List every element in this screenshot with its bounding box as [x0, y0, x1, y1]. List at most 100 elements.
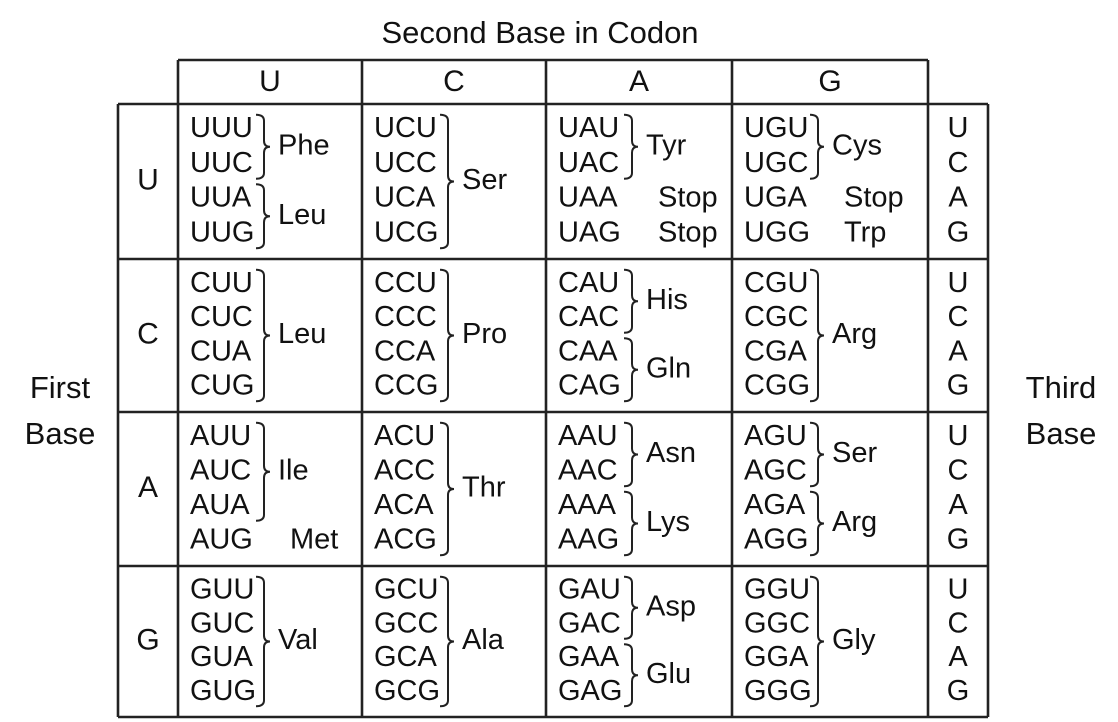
amino-acid-arg-AG-1: Arg [832, 506, 877, 538]
amino-acid-stop-UA-2: Stop [658, 216, 718, 248]
codon-AGA: AGA [744, 489, 806, 521]
brace-CC-0 [439, 268, 455, 403]
amino-acid-met-AU-1: Met [290, 523, 338, 555]
third-base-label-line2: Base [1025, 416, 1097, 451]
first-base-label-line1: First [29, 370, 91, 405]
codon-UCG: UCG [374, 216, 438, 248]
third-base-G-U: U [948, 574, 969, 606]
amino-acid-glu-GA-1: Glu [646, 658, 691, 690]
brace-GA-0 [623, 575, 639, 640]
codon-CCC: CCC [374, 301, 437, 333]
brace-AA-1 [623, 490, 639, 557]
codon-UCC: UCC [374, 147, 437, 179]
third-base-C-A: A [948, 335, 968, 367]
brace-GG-0 [809, 575, 825, 708]
codon-AAG: AAG [558, 523, 619, 555]
third-base-U-C: C [948, 147, 969, 179]
codon-CAU: CAU [558, 267, 619, 299]
codon-GGG: GGG [744, 675, 812, 707]
codon-CUU: CUU [190, 267, 253, 299]
codon-GCU: GCU [374, 574, 438, 606]
brace-AG-1 [809, 490, 825, 557]
codon-GGC: GGC [744, 607, 810, 639]
codon-AAA: AAA [558, 489, 617, 521]
codon-CAC: CAC [558, 301, 619, 333]
third-base-label-line1: Third [1025, 370, 1097, 405]
second-base-header-U: U [259, 65, 281, 98]
second-base-header-C: C [443, 65, 465, 98]
codon-CGA: CGA [744, 335, 808, 367]
amino-acid-stop-UG-1: Stop [844, 182, 904, 214]
amino-acid-ser-AG-0: Ser [832, 437, 877, 469]
codon-AUG: AUG [190, 523, 253, 555]
amino-acid-tyr-UA-0: Tyr [646, 129, 687, 161]
third-base-A-C: C [948, 454, 969, 486]
third-base-G-G: G [947, 675, 970, 707]
brace-CA-0 [623, 268, 639, 334]
codon-GUC: GUC [190, 607, 254, 639]
codon-AAC: AAC [558, 454, 618, 486]
third-base-U-G: G [947, 216, 970, 248]
codon-UGU: UGU [744, 112, 808, 144]
first-base-U: U [137, 163, 159, 196]
codon-UCU: UCU [374, 112, 437, 144]
second-base-header-G: G [818, 65, 841, 98]
codon-CUG: CUG [190, 370, 254, 402]
third-base-A-A: A [948, 489, 968, 521]
codon-GCG: GCG [374, 675, 440, 707]
codon-GAU: GAU [558, 574, 621, 606]
second-base-header-A: A [629, 65, 649, 98]
codon-AUA: AUA [190, 489, 250, 521]
first-base-G: G [136, 623, 159, 656]
third-base-C-U: U [948, 267, 969, 299]
codon-GUU: GUU [190, 574, 254, 606]
codon-CCA: CCA [374, 335, 436, 367]
brace-GC-0 [439, 575, 455, 708]
amino-acid-ile-AU-0: Ile [278, 454, 309, 486]
amino-acid-arg-CG-0: Arg [832, 318, 877, 350]
codon-AUU: AUU [190, 420, 251, 452]
codon-UAC: UAC [558, 147, 619, 179]
codon-AAU: AAU [558, 420, 618, 452]
codon-AGG: AGG [744, 523, 808, 555]
amino-acid-leu-CU-0: Leu [278, 318, 326, 350]
first-base-A: A [138, 471, 158, 504]
third-base-C-C: C [948, 301, 969, 333]
codon-CUC: CUC [190, 301, 253, 333]
codon-AUC: AUC [190, 454, 251, 486]
codon-GAC: GAC [558, 607, 621, 639]
codon-ACC: ACC [374, 454, 435, 486]
third-base-A-G: G [947, 523, 970, 555]
codon-GAG: GAG [558, 675, 622, 707]
codon-ACG: ACG [374, 523, 437, 555]
amino-acid-his-CA-0: His [646, 284, 688, 316]
codon-CAA: CAA [558, 335, 618, 367]
amino-acid-asn-AA-0: Asn [646, 437, 696, 469]
codon-CUA: CUA [190, 335, 252, 367]
codon-AGU: AGU [744, 420, 807, 452]
brace-CU-0 [255, 268, 271, 403]
codon-GGU: GGU [744, 574, 810, 606]
brace-CG-0 [809, 268, 825, 403]
amino-acid-ser-UC-0: Ser [462, 164, 507, 196]
brace-GA-1 [623, 643, 639, 708]
amino-acid-asp-GA-0: Asp [646, 590, 696, 622]
third-base-A-U: U [948, 420, 969, 452]
codon-UUA: UUA [190, 182, 252, 214]
codon-ACU: ACU [374, 420, 435, 452]
third-base-C-G: G [947, 370, 970, 402]
brace-UU-0 [255, 113, 271, 180]
codon-ACA: ACA [374, 489, 434, 521]
brace-CA-1 [623, 337, 639, 403]
codon-CCU: CCU [374, 267, 437, 299]
codon-CAG: CAG [558, 370, 621, 402]
amino-acid-trp-UG-2: Trp [844, 216, 886, 248]
codon-UGA: UGA [744, 182, 808, 214]
brace-UG-0 [809, 113, 825, 180]
amino-acid-val-GU-0: Val [278, 624, 318, 656]
codon-UGC: UGC [744, 147, 808, 179]
amino-acid-gln-CA-1: Gln [646, 352, 691, 384]
brace-AG-0 [809, 421, 825, 488]
